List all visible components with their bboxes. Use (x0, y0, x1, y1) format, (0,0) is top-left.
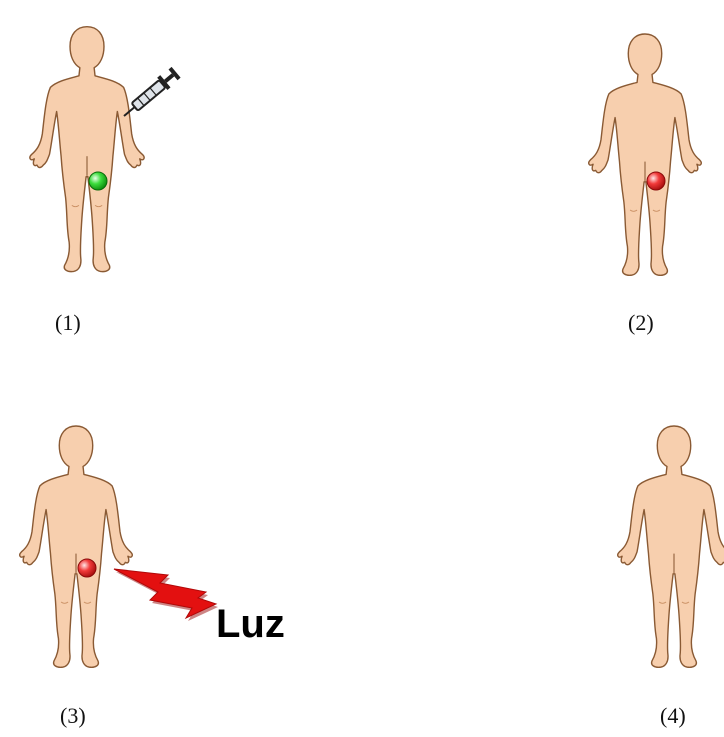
syringe-icon (119, 66, 181, 122)
red-spot-2 (647, 172, 665, 190)
panel-label-4: (4) (660, 703, 686, 729)
lightning-icon (114, 569, 218, 621)
panel-label-3: (3) (60, 703, 86, 729)
green-spot-1 (89, 172, 107, 190)
panel-label-1: (1) (55, 310, 81, 336)
red-spot-3 (78, 559, 96, 577)
light-label: Luz (216, 602, 285, 647)
panel-label-2: (2) (628, 310, 654, 336)
